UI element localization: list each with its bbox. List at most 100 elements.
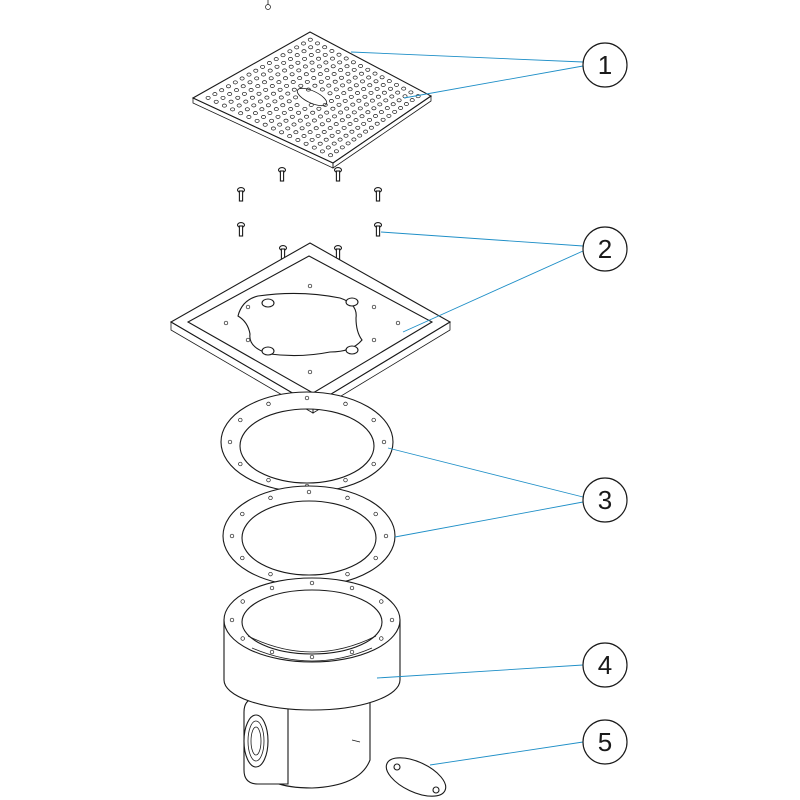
grate-hole bbox=[344, 64, 350, 69]
bolt-hole bbox=[371, 417, 376, 423]
leader-line bbox=[380, 231, 584, 247]
grate-hole bbox=[327, 91, 333, 96]
grate-hole bbox=[316, 64, 322, 69]
grate-hole bbox=[386, 79, 392, 84]
screw bbox=[236, 187, 246, 202]
grate-hole bbox=[235, 95, 241, 100]
grate-hole bbox=[283, 118, 289, 123]
grate-hole bbox=[246, 115, 252, 119]
leader-line bbox=[350, 51, 584, 63]
frame-hole bbox=[371, 337, 377, 343]
grate-hole bbox=[205, 95, 211, 100]
grate-hole bbox=[303, 141, 309, 146]
grate-hole bbox=[296, 110, 302, 115]
bolt-hole bbox=[381, 439, 387, 445]
grate-hole bbox=[278, 95, 284, 100]
grate-hole bbox=[284, 83, 290, 88]
grate-hole bbox=[294, 103, 300, 108]
grate-hole bbox=[366, 75, 372, 80]
bolt-hole bbox=[379, 599, 384, 604]
grate-hole bbox=[365, 110, 371, 115]
grate-hole bbox=[362, 94, 368, 99]
bolt-hole bbox=[343, 401, 348, 407]
bolt-hole bbox=[240, 555, 245, 561]
grate-hole bbox=[343, 133, 349, 138]
grate-hole bbox=[303, 72, 309, 77]
bolt-hole bbox=[268, 495, 273, 501]
screw bbox=[277, 167, 287, 182]
grate-hole bbox=[277, 122, 283, 127]
grate-hole bbox=[252, 111, 258, 116]
grate-hole bbox=[330, 106, 336, 111]
grate-hole bbox=[337, 137, 343, 142]
grate-hole bbox=[367, 117, 373, 122]
grate-hole bbox=[380, 83, 386, 87]
grate-hole bbox=[395, 90, 401, 95]
grate-hole bbox=[311, 118, 317, 123]
grate-hole bbox=[219, 88, 225, 93]
grate-hole bbox=[333, 149, 339, 154]
grate-hole bbox=[318, 114, 323, 119]
bolt-hole bbox=[227, 439, 233, 445]
grate-hole bbox=[396, 98, 402, 103]
grate-hole bbox=[359, 114, 365, 119]
grate-hole bbox=[297, 118, 303, 123]
grate-hole bbox=[326, 83, 332, 88]
grate-hole bbox=[298, 83, 304, 88]
grate-hole bbox=[350, 102, 356, 107]
grate-hole bbox=[383, 98, 389, 103]
grate-hole bbox=[277, 87, 283, 92]
grate-hole bbox=[351, 110, 357, 115]
grate-hole bbox=[356, 98, 362, 103]
grate-hole bbox=[281, 60, 287, 65]
grate-hole bbox=[221, 103, 227, 108]
grate-hole bbox=[331, 141, 337, 146]
grate-hole bbox=[299, 126, 305, 131]
grate-hole bbox=[275, 114, 281, 119]
screw-shank bbox=[375, 225, 381, 237]
grate-hole bbox=[241, 91, 247, 96]
grate-hole bbox=[339, 118, 345, 123]
grate-hole bbox=[381, 90, 387, 95]
bolt-hole bbox=[238, 417, 243, 423]
grate-hole bbox=[254, 118, 260, 123]
grate-hole bbox=[301, 134, 307, 138]
grate-hole bbox=[285, 91, 291, 96]
callout-5: 5 bbox=[582, 719, 628, 765]
grate-hole bbox=[246, 72, 252, 77]
grate-hole bbox=[213, 99, 219, 104]
bolt-hole bbox=[229, 617, 235, 623]
grate-hole bbox=[296, 68, 302, 73]
grate-hole bbox=[335, 129, 341, 134]
grate-perforations bbox=[205, 37, 421, 158]
grate-hole bbox=[373, 114, 378, 118]
grate-hole bbox=[317, 141, 323, 146]
grate-hole bbox=[349, 129, 355, 134]
grate-hole bbox=[289, 72, 295, 77]
grate-hole bbox=[323, 60, 329, 65]
grate-hole bbox=[291, 87, 297, 92]
grate-hole bbox=[324, 110, 330, 115]
bolt-hole bbox=[240, 636, 245, 641]
grate-hole bbox=[332, 114, 337, 119]
oval-cover-plate bbox=[385, 757, 447, 797]
gasket-ring-upper bbox=[220, 391, 394, 493]
grate-hole bbox=[355, 125, 361, 130]
grate-hole bbox=[373, 79, 379, 84]
grate-hole bbox=[304, 114, 309, 119]
bolt-hole bbox=[238, 461, 243, 467]
grate-hole bbox=[312, 83, 318, 88]
screw bbox=[278, 245, 288, 260]
screw bbox=[333, 245, 343, 260]
bolt-hole bbox=[371, 461, 376, 467]
grate-hole bbox=[327, 126, 333, 131]
bolt-hole bbox=[268, 571, 273, 577]
callout-5-label: 5 bbox=[598, 727, 612, 757]
grate-hole bbox=[384, 106, 390, 111]
grate-hole bbox=[374, 86, 380, 91]
grate-hole bbox=[315, 49, 321, 54]
bolt-hole bbox=[266, 477, 271, 483]
grate-hole bbox=[283, 76, 288, 81]
bolt-hole bbox=[349, 585, 355, 591]
